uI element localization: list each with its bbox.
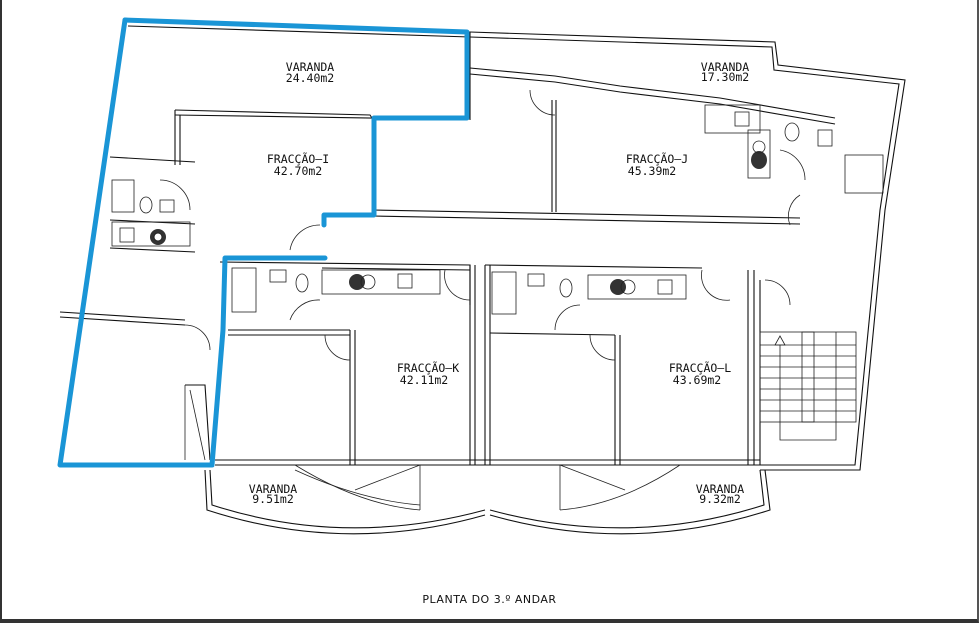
doors — [159, 89, 806, 361]
bottom-balconies — [204, 464, 771, 535]
room-area: 17.30m2 — [701, 70, 749, 84]
highlighted-unit-outline — [122, 17, 470, 228]
drawing-title: PLANTA DO 3.º ANDAR — [422, 593, 557, 606]
room-name: VARANDA — [696, 482, 745, 496]
fixtures — [111, 104, 884, 315]
highlighted-unit-outline-left — [57, 17, 328, 468]
room-name: VARANDA — [249, 482, 298, 496]
room-area: 9.51m2 — [252, 492, 294, 506]
room-area: 24.40m2 — [286, 71, 334, 85]
room-name: FRACÇÃO–I — [267, 151, 329, 166]
room-name: FRACÇÃO–L — [669, 360, 731, 375]
outer-walls — [124, 19, 906, 471]
room-area: 45.39m2 — [628, 164, 676, 178]
room-labels: VARANDA 24.40m2 VARANDA 17.30m2 FRACÇÃO–… — [249, 60, 750, 506]
room-area: 43.69m2 — [673, 373, 721, 387]
room-name: VARANDA — [286, 60, 335, 74]
room-area: 42.70m2 — [274, 164, 322, 178]
staircase — [759, 331, 857, 441]
room-name: FRACÇÃO–K — [397, 360, 459, 375]
room-area: 42.11m2 — [400, 373, 448, 387]
room-name: FRACÇÃO–J — [626, 151, 688, 166]
room-name: VARANDA — [701, 60, 750, 74]
interior-walls — [59, 100, 801, 466]
room-area: 9.32m2 — [699, 492, 741, 506]
